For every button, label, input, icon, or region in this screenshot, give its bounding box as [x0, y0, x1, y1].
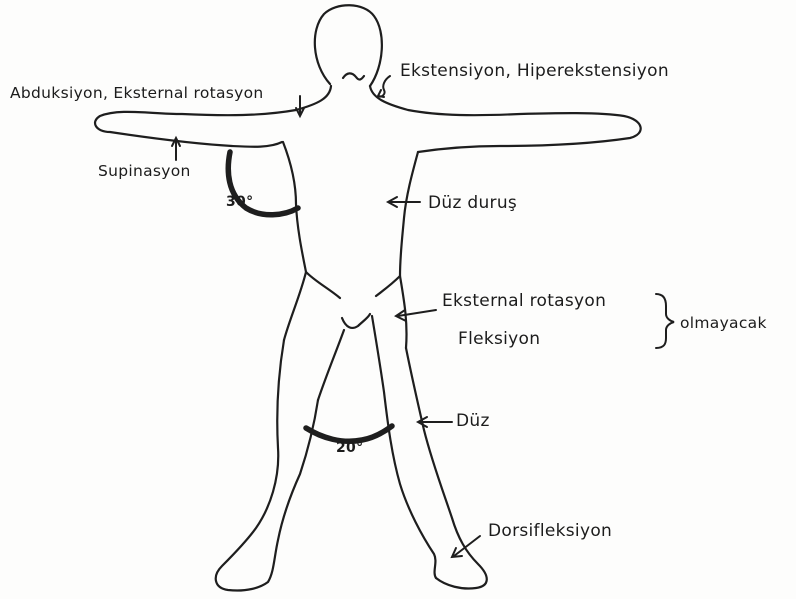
label-group-forearm: Supinasyon: [98, 138, 191, 180]
label-group-hip: Eksternal rotasyon Fleksiyon olmayacak: [396, 291, 767, 349]
label-group-shoulder: Abduksiyon, Eksternal rotasyon: [10, 84, 304, 116]
mouth-mark: [343, 73, 364, 79]
elbow-angle-label: 30°: [226, 194, 253, 210]
hip-note-label: olmayacak: [680, 314, 767, 332]
right-leg-inner: [318, 330, 344, 400]
leg-angle-label: 20°: [336, 440, 363, 456]
ankle-arrow-icon: [452, 536, 480, 557]
forearm-movement-label: Supinasyon: [98, 162, 191, 180]
groin-outline: [342, 314, 370, 328]
hip-brace-icon: [656, 294, 674, 348]
neck-arrow-icon: [378, 76, 390, 97]
trunk-posture-label: Düz duruş: [428, 193, 517, 213]
ankle-movement-label: Dorsifleksiyon: [488, 521, 612, 541]
hip-flexion-label: Fleksiyon: [458, 329, 540, 349]
right-hip-line: [306, 272, 340, 298]
leg-angle-arc: [306, 426, 392, 441]
label-group-ankle: Dorsifleksiyon: [452, 521, 612, 557]
knee-position-label: Düz: [456, 411, 490, 431]
left-arm-outline: [370, 86, 641, 152]
neck-movement-label: Ekstensiyon, Hiperekstensiyon: [400, 61, 669, 81]
hip-arrow-icon: [396, 310, 436, 321]
left-leg-outer: [406, 348, 487, 589]
trunk-arrow-icon: [388, 197, 420, 207]
left-hip-line: [376, 276, 400, 296]
shoulder-arrow-icon: [296, 96, 304, 116]
shoulder-movement-label: Abduksiyon, Eksternal rotasyon: [10, 84, 264, 102]
label-group-knee: Düz: [418, 411, 490, 431]
label-group-leg-angle: 20°: [306, 426, 392, 456]
right-torso-outline: [283, 142, 306, 340]
label-group-elbow: 30°: [226, 152, 298, 215]
hip-rotation-label: Eksternal rotasyon: [442, 291, 606, 311]
label-group-neck: Ekstensiyon, Hiperekstensiyon: [378, 61, 669, 97]
left-leg-inner: [372, 316, 436, 578]
knee-arrow-icon: [418, 417, 452, 427]
right-leg-outer: [216, 340, 318, 591]
